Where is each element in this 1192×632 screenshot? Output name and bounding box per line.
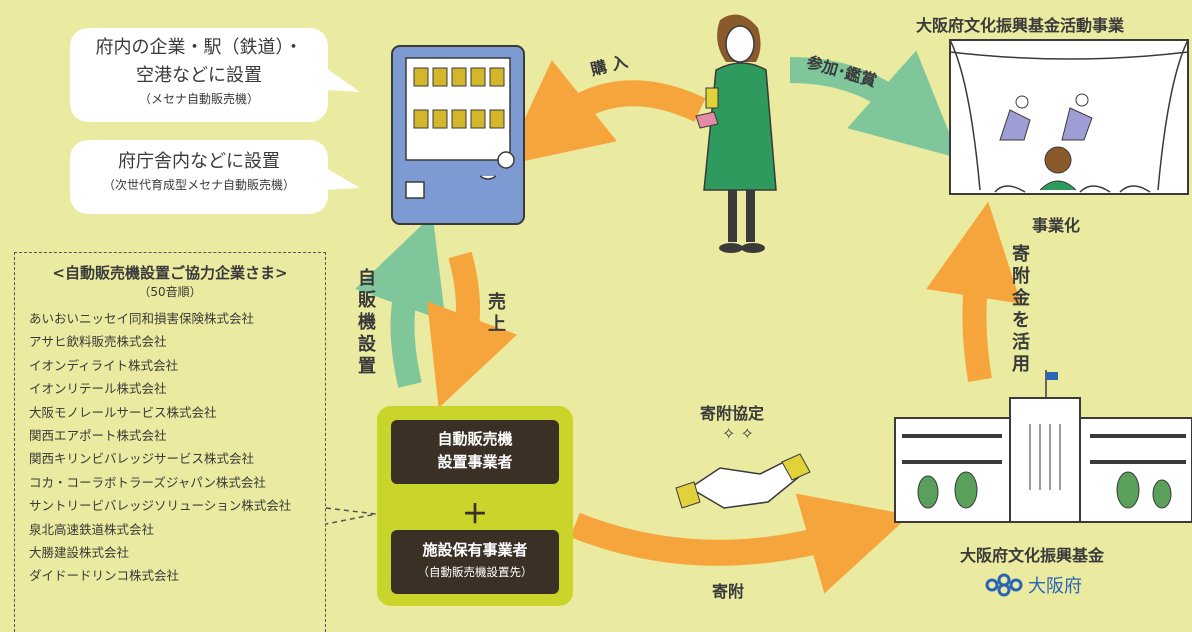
sponsor-item: イオンリテール株式会社 xyxy=(29,381,167,397)
sponsor-item: 関西エアポート株式会社 xyxy=(29,428,167,444)
sponsor-list: あいおいニッセイ同和損害保険株式会社 アサヒ飲料販売株式会社 イオンディライト株… xyxy=(29,307,325,588)
facility-owner-box: 施設保有事業者 （自動販売機設置先） xyxy=(391,530,559,594)
sponsor-item: サントリービバレッジソリューション株式会社 xyxy=(29,498,292,514)
flow-arrows-layer xyxy=(355,14,1192,594)
sponsor-item: アサヒ飲料販売株式会社 xyxy=(29,334,167,350)
handshake-illustration xyxy=(675,453,811,509)
donation-arrow xyxy=(570,493,911,594)
vending-operator-line1: 自動販売機 xyxy=(437,430,513,448)
sales-label: 売上 xyxy=(488,292,506,335)
bubble-corporate-tail xyxy=(326,68,360,92)
bubble-corporate-line2: 空港などに設置 xyxy=(136,65,262,86)
bubble-corporate-line1: 府内の企業・駅（鉄道）・ xyxy=(95,37,303,58)
project-caption: 事業化 xyxy=(1032,216,1081,235)
participate-arrow xyxy=(789,50,960,159)
donation-agreement-label: 寄附協定 xyxy=(700,404,765,423)
fund-use-arrow xyxy=(926,201,1022,382)
vending-operator-box: 自動販売機 設置事業者 xyxy=(391,420,559,484)
bubble-prefecture-sub: （次世代育成型メセナ自動販売機） xyxy=(102,178,295,192)
sponsor-item: ダイドードリンコ株式会社 xyxy=(29,568,180,584)
person-illustration xyxy=(695,14,777,253)
donation-label: 寄附 xyxy=(712,582,745,601)
fund-title: 大阪府文化振興基金 xyxy=(960,546,1105,565)
bubble-prefecture-install: 府庁舎内などに設置 （次世代育成型メセナ自動販売機） xyxy=(70,140,328,214)
osaka-logo: 大阪府 xyxy=(984,572,1082,598)
sponsor-list-subtitle: （50音順） xyxy=(138,285,202,299)
sponsor-item: 泉北高速鉄道株式会社 xyxy=(29,521,155,537)
facility-owner-line2: （自動販売機設置先） xyxy=(417,565,533,579)
sponsor-item: 関西キリンビバレッジサービス株式会社 xyxy=(29,451,255,467)
vending-machine-illustration xyxy=(391,45,525,225)
bubble-prefecture-main: 府庁舎内などに設置 xyxy=(118,151,280,172)
project-title: 大阪府文化振興基金活動事業 xyxy=(916,16,1125,35)
sponsor-item: あいおいニッセイ同和損害保険株式会社 xyxy=(29,311,255,326)
sponsor-list-box: <自動販売機設置ご協力企業さま> （50音順） あいおいニッセイ同和損害保険株式… xyxy=(14,252,326,632)
sponsor-item: イオンディライト株式会社 xyxy=(29,357,179,373)
sponsor-list-title: <自動販売機設置ご協力企業さま> xyxy=(52,264,288,282)
vending-operator-line2: 設置事業者 xyxy=(437,453,513,471)
sales-arrow xyxy=(427,251,518,409)
building-illustration xyxy=(894,370,1192,523)
osaka-logo-text: 大阪府 xyxy=(1028,576,1082,597)
install-arrow xyxy=(355,214,446,388)
sponsor-list-pointer xyxy=(326,507,377,525)
plus-icon: ＋ xyxy=(461,500,488,530)
purchase-arrow xyxy=(503,59,706,166)
bubble-corporate-sub: （メセナ自動販売機） xyxy=(138,92,259,106)
sparkle-icon: ✧ ✧ xyxy=(722,424,754,443)
bubble-corporate-install: 府内の企業・駅（鉄道）・ 空港などに設置 （メセナ自動販売機） xyxy=(70,28,328,122)
osaka-logo-mark-icon xyxy=(985,573,1023,597)
bubble-prefecture-tail xyxy=(326,168,360,190)
install-label: 自販機設置 xyxy=(358,268,376,377)
facility-owner-line1: 施設保有事業者 xyxy=(422,541,528,559)
sponsor-item: 大勝建設株式会社 xyxy=(29,545,130,561)
stage-illustration xyxy=(949,39,1189,195)
business-operators-box: 自動販売機 設置事業者 ＋ 施設保有事業者 （自動販売機設置先） xyxy=(377,406,573,606)
sponsor-item: コカ・コーラボトラーズジャパン株式会社 xyxy=(29,474,266,490)
fund-use-label: 寄附金を活用 xyxy=(1012,244,1030,375)
sponsor-item: 大阪モノレールサービス株式会社 xyxy=(29,404,217,420)
